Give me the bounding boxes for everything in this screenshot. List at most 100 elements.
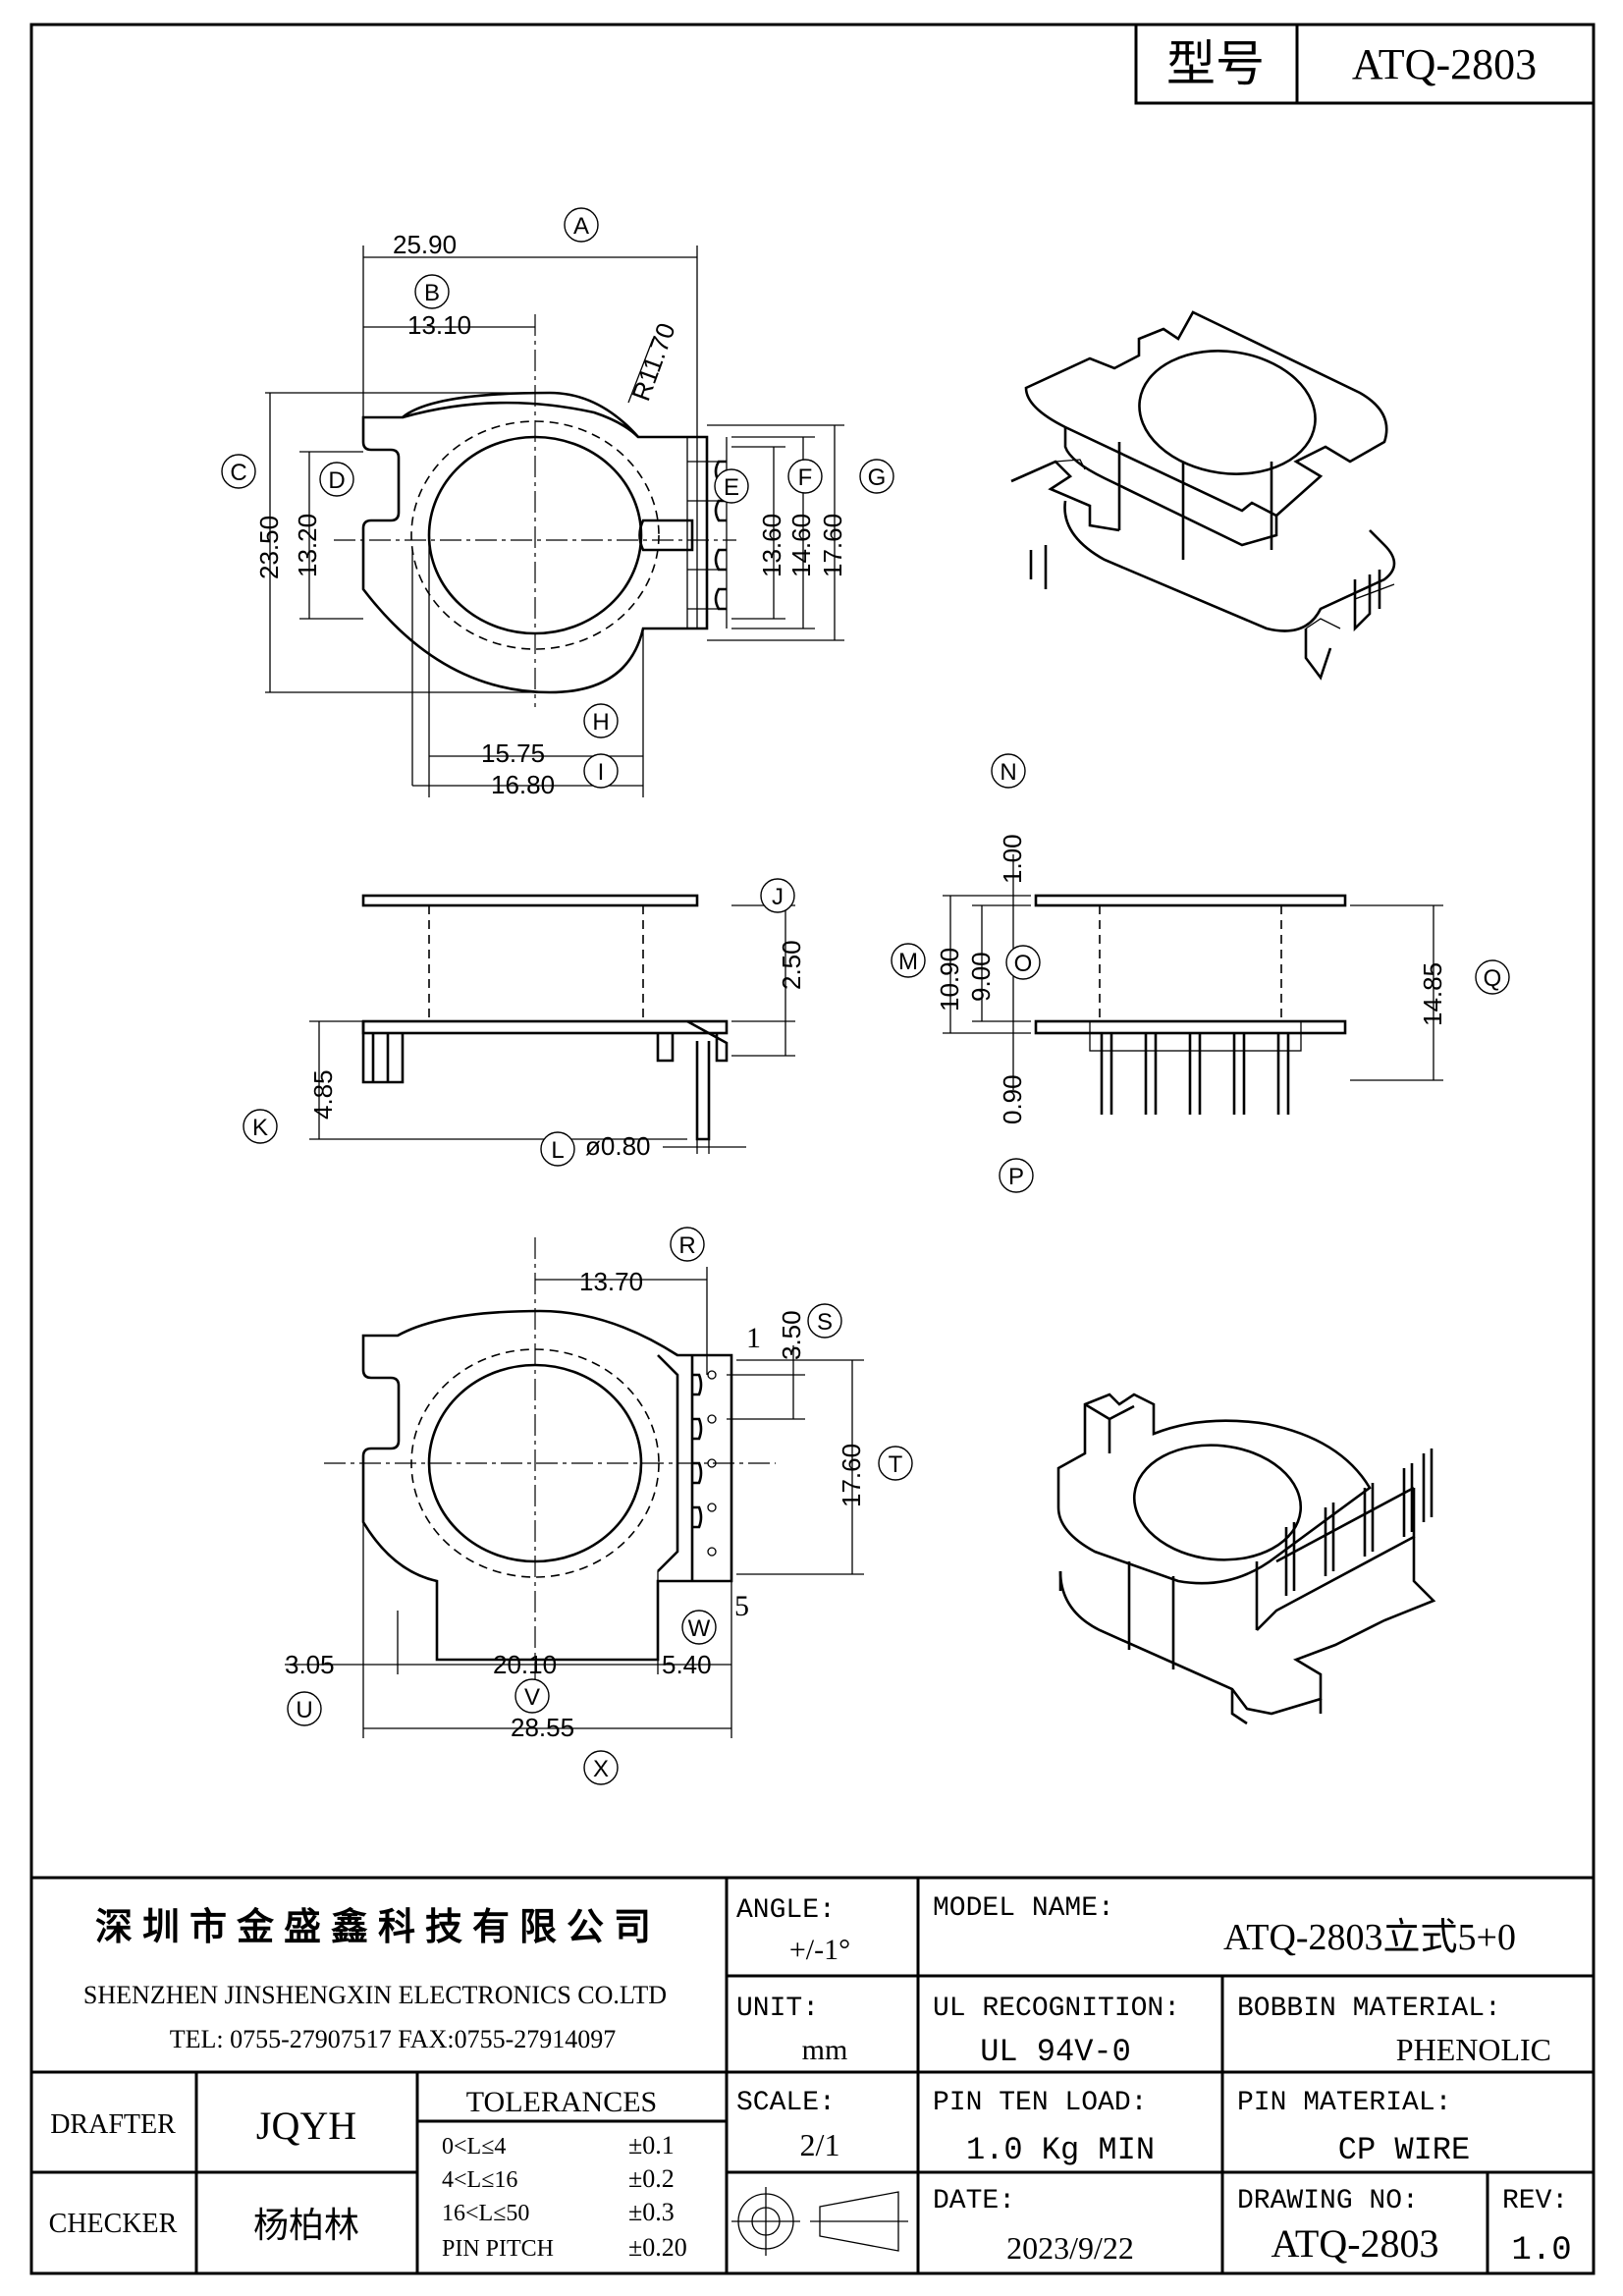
svg-text:L: L xyxy=(551,1137,564,1164)
bubble-m: M xyxy=(891,943,926,978)
company-name-cn: 深圳市金盛鑫科技有限公司 xyxy=(95,1906,661,1948)
projection-symbol-icon xyxy=(731,2187,908,2256)
scale-value: 2/1 xyxy=(800,2127,840,2162)
pin-material-label: PIN MATERIAL: xyxy=(1237,2088,1451,2118)
dim-l-value: ø0.80 xyxy=(585,1131,651,1161)
dim-u-value: 3.05 xyxy=(285,1650,335,1679)
checker-label: CHECKER xyxy=(49,2209,178,2239)
svg-text:G: G xyxy=(868,465,887,491)
tolerance-range-2: 4<L≤16 xyxy=(442,2167,517,2193)
pin-label-5: 5 xyxy=(734,1590,749,1622)
isometric-view-top xyxy=(1010,310,1396,681)
drawing-no-label: DRAWING NO: xyxy=(1237,2186,1419,2216)
bubble-x: X xyxy=(583,1750,619,1785)
dim-k-value: 4.85 xyxy=(308,1069,338,1120)
bubble-f: F xyxy=(787,459,823,494)
drawing-no-value: ATQ-2803 xyxy=(1271,2221,1438,2266)
bobbin-material-value: PHENOLIC xyxy=(1396,2032,1551,2067)
ul-value: UL 94V-0 xyxy=(980,2034,1131,2070)
dim-g-value: 17.60 xyxy=(818,514,847,577)
svg-text:C: C xyxy=(230,460,246,486)
svg-text:J: J xyxy=(772,884,784,910)
model-name-label: MODEL NAME: xyxy=(933,1893,1114,1924)
bubble-a: A xyxy=(564,207,599,243)
dim-e-value: 13.60 xyxy=(757,514,786,577)
drafter-label: DRAFTER xyxy=(50,2109,176,2140)
bubble-h: H xyxy=(583,703,619,738)
bubble-b: B xyxy=(414,274,450,309)
company-contact: TEL: 0755-27907517 FAX:0755-27914097 xyxy=(170,2025,617,2053)
tolerance-value-2: ±0.2 xyxy=(628,2164,675,2193)
bubble-g: G xyxy=(859,459,894,494)
tolerance-value-4: ±0.20 xyxy=(628,2233,687,2262)
dim-b-value: 13.10 xyxy=(407,310,471,340)
angle-value: +/-1° xyxy=(789,1934,850,1966)
svg-text:K: K xyxy=(252,1115,268,1141)
svg-text:M: M xyxy=(898,949,918,975)
svg-text:Q: Q xyxy=(1484,965,1502,992)
bubble-d: D xyxy=(319,462,354,497)
tolerance-value-3: ±0.3 xyxy=(628,2198,675,2226)
drafter-value: JQYH xyxy=(256,2104,356,2148)
dim-h-value: 15.75 xyxy=(481,738,545,768)
bubble-s: S xyxy=(807,1303,842,1339)
bubble-c: C xyxy=(221,454,256,489)
dim-f-value: 14.60 xyxy=(786,514,816,577)
scale-label: SCALE: xyxy=(736,2088,836,2118)
model-value: ATQ-2803 xyxy=(1352,40,1537,88)
tolerance-range-1: 0<L≤4 xyxy=(442,2134,506,2159)
svg-text:I: I xyxy=(598,759,605,786)
svg-text:B: B xyxy=(424,280,440,306)
pin-material-value: CP WIRE xyxy=(1338,2132,1470,2168)
svg-text:F: F xyxy=(798,465,813,491)
model-label: 型号 xyxy=(1166,36,1265,91)
top-view: 25.90 13.10 R11.70 23.50 13.20 13.60 14.… xyxy=(221,207,894,799)
front-view: 1.00 10.90 9.00 0.90 14.85 N M O P Q xyxy=(891,753,1510,1193)
dim-j-value: 2.50 xyxy=(777,940,806,990)
tolerance-range-4: PIN PITCH xyxy=(442,2236,554,2262)
dim-r2-value: 13.70 xyxy=(579,1267,643,1296)
svg-text:P: P xyxy=(1008,1164,1024,1190)
svg-text:V: V xyxy=(524,1684,540,1711)
dim-r-value: R11.70 xyxy=(625,319,680,405)
side-view: 2.50 4.85 ø0.80 J K L xyxy=(243,878,806,1167)
dim-d-value: 13.20 xyxy=(293,514,322,577)
date-label: DATE: xyxy=(933,2186,1015,2216)
dim-x-value: 28.55 xyxy=(511,1713,574,1742)
bubble-k: K xyxy=(243,1109,278,1144)
svg-text:R: R xyxy=(678,1232,695,1259)
svg-text:A: A xyxy=(573,213,589,240)
svg-text:T: T xyxy=(889,1451,903,1478)
tolerance-range-3: 16<L≤50 xyxy=(442,2201,529,2226)
bobbin-material-label: BOBBIN MATERIAL: xyxy=(1237,1994,1501,2024)
rev-label: REV: xyxy=(1502,2186,1568,2216)
unit-value: mm xyxy=(802,2034,848,2066)
date-value: 2023/9/22 xyxy=(1006,2230,1134,2266)
bubble-r: R xyxy=(670,1227,705,1262)
dim-c-value: 23.50 xyxy=(254,516,284,579)
title-block: 深圳市金盛鑫科技有限公司 SHENZHEN JINSHENGXIN ELECTR… xyxy=(31,1876,1594,2273)
dim-v-value: 20.10 xyxy=(493,1650,557,1679)
tolerance-value-1: ±0.1 xyxy=(628,2131,675,2159)
bubble-e: E xyxy=(714,468,749,504)
dim-q-value: 14.85 xyxy=(1418,962,1447,1026)
bubble-t: T xyxy=(878,1446,913,1481)
checker-value: 杨柏林 xyxy=(253,2205,359,2245)
bubble-u: U xyxy=(287,1691,322,1726)
ul-label: UL RECOGNITION: xyxy=(933,1994,1180,2024)
dim-a-value: 25.90 xyxy=(393,230,457,259)
angle-label: ANGLE: xyxy=(736,1895,836,1926)
rev-value: 1.0 xyxy=(1511,2232,1571,2269)
svg-text:N: N xyxy=(1000,759,1016,786)
svg-text:S: S xyxy=(817,1309,833,1336)
dim-s-value: 3.50 xyxy=(777,1310,806,1360)
bottom-view: 1 5 13.70 3.50 17.60 3.05 20.10 5.40 28.… xyxy=(285,1227,913,1785)
dim-i-value: 16.80 xyxy=(491,770,555,799)
svg-text:O: O xyxy=(1014,951,1033,977)
dim-o-value: 9.00 xyxy=(966,952,996,1002)
bubble-q: Q xyxy=(1475,959,1510,995)
isometric-view-bottom xyxy=(1056,1393,1436,1725)
bubble-o: O xyxy=(1005,945,1041,980)
dim-t-value: 17.60 xyxy=(837,1444,866,1507)
